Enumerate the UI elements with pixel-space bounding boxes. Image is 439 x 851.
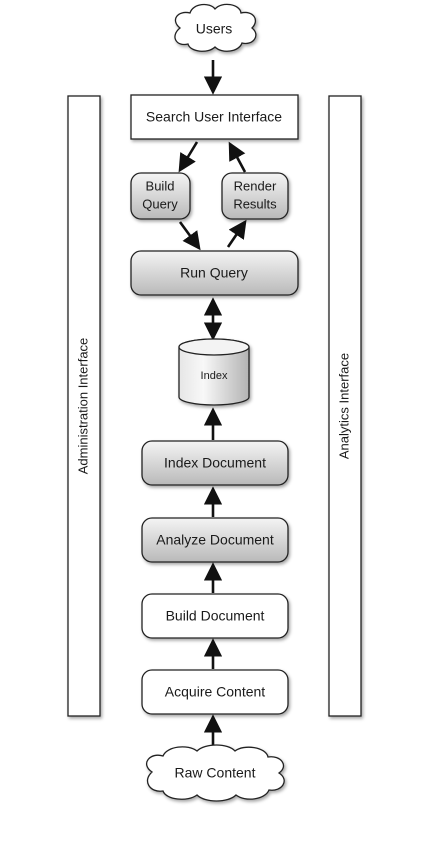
index-cylinder (178, 338, 250, 406)
analyze-document-label: Analyze Document (156, 532, 274, 548)
arrow-build-query-to-run-query (178, 221, 201, 251)
users-label: Users (196, 21, 233, 37)
build-query-box: Build Query (130, 172, 191, 220)
search-user-interface-label: Search User Interface (146, 109, 282, 125)
build-document-label: Build Document (166, 608, 265, 624)
run-query-box: Run Query (130, 250, 299, 296)
analytics-interface-label: Analytics Interface (336, 353, 351, 459)
render-results-box: Render Results (221, 172, 289, 220)
arrow-render-results-to-search-ui (228, 141, 247, 173)
analytics-interface-panel: Analytics Interface (328, 95, 362, 717)
acquire-content-label: Acquire Content (165, 684, 266, 700)
acquire-content-box: Acquire Content (141, 669, 289, 715)
index-document-box: Index Document (141, 440, 289, 486)
search-user-interface-box: Search User Interface (130, 94, 299, 140)
run-query-label: Run Query (180, 265, 248, 281)
analyze-document-box: Analyze Document (141, 517, 289, 563)
index-document-label: Index Document (164, 455, 266, 471)
render-results-label-line2: Results (233, 196, 277, 211)
build-query-label-line1: Build (146, 178, 175, 193)
index-label: Index (201, 370, 228, 382)
arrow-run-query-to-render-results (226, 219, 247, 248)
arrow-search-ui-to-build-query (178, 141, 199, 173)
render-results-label-line1: Render (234, 178, 277, 193)
build-query-label-line2: Query (142, 196, 178, 211)
raw-content-cloud (146, 744, 285, 802)
administration-interface-panel: Administration Interface (67, 95, 101, 717)
raw-content-label: Raw Content (175, 765, 256, 781)
administration-interface-label: Administration Interface (75, 338, 90, 475)
build-document-box: Build Document (141, 593, 289, 639)
users-cloud (174, 3, 257, 52)
